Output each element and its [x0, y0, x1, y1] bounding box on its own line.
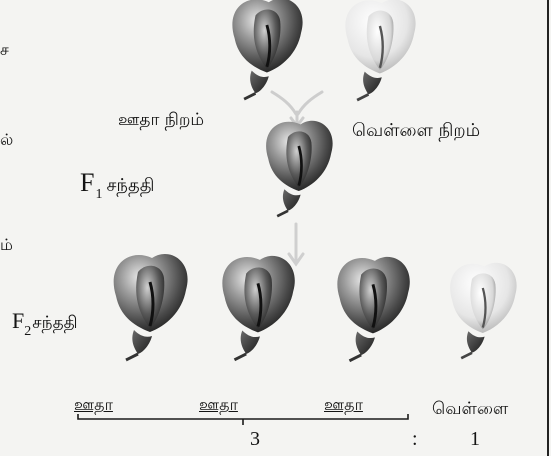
ratio-recessive: 1	[470, 428, 480, 451]
f2-letter: F	[12, 308, 24, 333]
f2-generation-label: F2சந்ததி	[12, 308, 78, 335]
parent-white-flower	[345, 0, 415, 100]
f2-purple-flower-2	[222, 256, 294, 360]
offspring-label-4: வெள்ளை	[432, 399, 508, 421]
offspring-label-1: ஊதா	[74, 395, 113, 416]
ratio-dominant: 3	[250, 428, 260, 451]
f2-purple-flower-1	[114, 254, 188, 360]
parent-purple-flower	[232, 0, 302, 99]
f1-text: சந்ததி	[106, 175, 154, 196]
f2-subscript: 2	[24, 324, 31, 339]
f2-purple-flower-3	[337, 257, 409, 361]
f2-text: சந்ததி	[32, 313, 77, 333]
edge-text-1: ச	[0, 40, 9, 61]
right-border-line	[547, 0, 549, 456]
cross-arrow-icon	[272, 92, 322, 126]
f1-purple-flower	[266, 121, 333, 216]
f1-subscript: 1	[95, 187, 102, 202]
f2-white-flower	[450, 263, 517, 358]
parent-purple-label: ஊதா நிறம்	[118, 110, 204, 132]
edge-text-3: ம்	[0, 235, 13, 256]
down-arrow-icon	[289, 224, 303, 264]
edge-text-2: ல்	[0, 130, 13, 151]
parent-white-label: வெள்ளை நிறம்	[352, 120, 480, 143]
f1-generation-label: F1சந்ததி	[80, 168, 154, 198]
offspring-label-2: ஊதா	[199, 395, 238, 416]
ratio-separator: :	[412, 428, 418, 451]
f1-letter: F	[80, 168, 94, 197]
offspring-label-3: ஊதா	[324, 395, 363, 416]
